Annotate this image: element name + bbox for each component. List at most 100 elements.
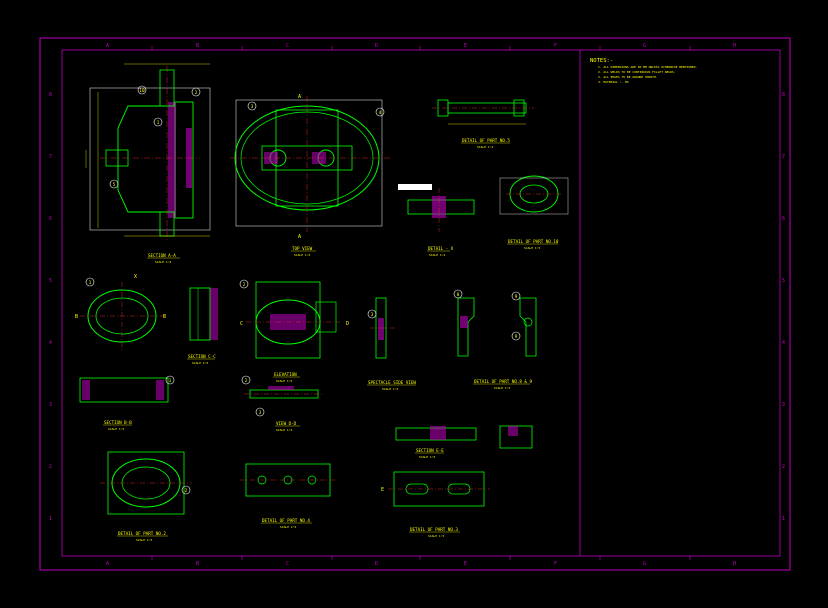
outer-border: [39, 37, 791, 571]
balloon-number: 2: [195, 90, 198, 96]
section-marker-x: X: [134, 274, 137, 280]
row-label: 4: [782, 340, 785, 346]
section-marker-b: B: [163, 314, 166, 320]
view-title: SPECTACLE SIDE VIEW: [368, 380, 416, 385]
view-title: VIEW D-D: [276, 421, 297, 426]
spectacle-side-view: SPECTACLE SIDE VIEW SCALE 1:5: [367, 297, 416, 391]
row-label: 7: [49, 154, 52, 160]
detail-x-view: DETAIL - X SCALE 1:2: [398, 184, 475, 257]
balloon-number: 2: [185, 488, 188, 494]
view-title: SECTION E-E: [416, 448, 444, 453]
balloon-number: 1: [169, 378, 172, 384]
detail-bolt-view: DETAIL OF PART NO.5 SCALE 1:2: [432, 99, 534, 149]
frame-ticks: [151, 46, 691, 560]
detail-part3-view: E DETAIL OF PART NO.3 SCALE 1:5: [381, 471, 490, 538]
row-label: 5: [782, 278, 785, 284]
row-label: 1: [782, 516, 785, 522]
col-label: G: [643, 43, 646, 49]
view-scale: SCALE 1:5: [276, 428, 292, 432]
col-label: C: [286, 43, 289, 49]
view-title: TOP VIEW: [292, 246, 313, 251]
view-scale: SCALE 1:5: [136, 538, 152, 542]
balloon-number: 8: [457, 292, 460, 298]
view-scale: SCALE 1:5: [294, 253, 310, 257]
balloon-number: 2: [243, 282, 246, 288]
balloon-number: 3: [371, 312, 374, 318]
col-label: E: [464, 561, 467, 567]
view-title: DETAIL OF PART NO.4: [262, 518, 310, 523]
balloon-number: 2: [245, 378, 248, 384]
view-scale: SCALE 1:5: [276, 379, 292, 383]
row-label: 3: [782, 402, 785, 408]
note-line: 2. ALL WELDS TO BE CONTINUOUS FILLET WEL…: [598, 70, 676, 74]
view-scale: SCALE 1:5: [108, 427, 124, 431]
col-label: B: [196, 43, 199, 49]
column-labels-bottom: A B C D E F G H: [106, 561, 736, 567]
balloon-number: 5: [113, 182, 116, 188]
section-ee-view: SECTION E-E SCALE 1:5: [395, 425, 533, 459]
section-marker-e: E: [381, 487, 384, 493]
view-title: SECTION C-C: [188, 354, 216, 359]
view-scale: SCALE 1:5: [155, 260, 171, 264]
row-labels-left: 8 7 6 5 4 3 2 1: [49, 92, 52, 522]
row-label: 1: [49, 516, 52, 522]
section-cc-view: SECTION C-C SCALE 1:5: [187, 287, 218, 365]
note-line: 3. ALL EDGES TO BE GROUND SMOOTH.: [598, 75, 658, 79]
col-label: D: [375, 561, 378, 567]
col-label: D: [375, 43, 378, 49]
note-line: 4. MATERIAL :- MS: [598, 80, 629, 84]
item-balloons: 10 2 1 5 3 4 1 2 1 2 3 8 9 9 3 2: [85, 85, 521, 495]
view-title: DETAIL OF PART NO.5: [462, 138, 510, 143]
balloon-number: 9: [515, 294, 518, 300]
notes-title: NOTES:-: [590, 58, 613, 64]
section-bb-view: SECTION B-B SCALE 1:5: [79, 377, 169, 431]
section-marker-d: D: [346, 321, 349, 327]
view-title: DETAIL OF PART NO.2: [118, 531, 166, 536]
row-labels-right: 8 7 6 5 4 3 2 1: [782, 92, 785, 522]
row-label: 5: [49, 278, 52, 284]
row-label: 8: [49, 92, 52, 98]
section-marker-a: A: [298, 94, 301, 100]
balloon-number: 4: [379, 110, 382, 116]
col-label: F: [554, 561, 557, 567]
col-label: A: [106, 43, 109, 49]
view-title: SECTION B-B: [104, 420, 132, 425]
row-label: 6: [782, 216, 785, 222]
section-marker-c: C: [240, 321, 243, 327]
col-label: B: [196, 561, 199, 567]
view-scale: SCALE 1:2: [477, 145, 493, 149]
balloon-number: 9: [515, 334, 518, 340]
view-title: DETAIL OF PART NO.3: [410, 527, 458, 532]
balloon-number: 1: [157, 120, 160, 126]
row-label: 2: [782, 464, 785, 470]
view-scale: SCALE 1:5: [524, 246, 540, 250]
row-label: 3: [49, 402, 52, 408]
detail-part10-view: DETAIL OF PART NO.10 SCALE 1:5: [499, 175, 569, 250]
col-label: F: [554, 43, 557, 49]
col-label: H: [733, 561, 736, 567]
view-title: SECTION A-A: [148, 253, 176, 258]
section-marker-b: B: [75, 314, 78, 320]
view-scale: SCALE 1:2: [429, 253, 445, 257]
notes-block: NOTES:- 1. ALL DIMENSIONS ARE IN MM UNLE…: [590, 58, 698, 84]
view-scale: SCALE 1:5: [428, 534, 444, 538]
ring-plan-view: X B B: [75, 274, 166, 350]
row-label: 2: [49, 464, 52, 470]
balloon-number: 1: [89, 280, 92, 286]
col-label: A: [106, 561, 109, 567]
view-title: DETAIL OF PART NO.8 & 9: [474, 379, 532, 384]
note-line: 1. ALL DIMENSIONS ARE IN MM UNLESS OTHER…: [598, 65, 698, 69]
row-label: 6: [49, 216, 52, 222]
balloon-number: 3: [259, 410, 262, 416]
col-label: H: [733, 43, 736, 49]
view-scale: SCALE 1:5: [382, 387, 398, 391]
detail-part8-view: DETAIL OF PART NO.8 & 9 SCALE 1:5: [457, 297, 537, 390]
section-marker-a: A: [298, 234, 301, 240]
view-title: DETAIL - X: [428, 246, 454, 251]
balloon-number: 3: [251, 104, 254, 110]
col-label: E: [464, 43, 467, 49]
view-title: DETAIL OF PART NO.10: [508, 239, 559, 244]
row-label: 7: [782, 154, 785, 160]
elevation-view: C D ELEVATION SCALE 1:5: [240, 281, 349, 383]
